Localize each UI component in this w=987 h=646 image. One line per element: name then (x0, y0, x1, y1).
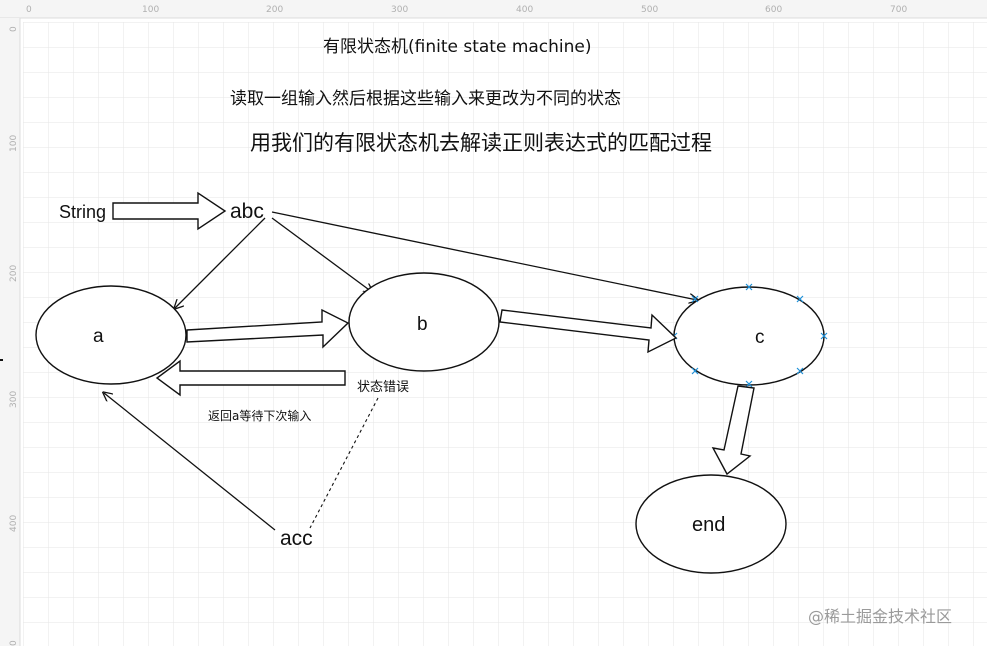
return-to-a-label[interactable]: 返回a等待下次输入 (208, 408, 311, 423)
string-label[interactable]: String (59, 202, 106, 222)
state-c-label: c (755, 327, 765, 348)
arrow-abc-to-b[interactable] (271, 217, 372, 292)
ruler-tick-label: 400 (9, 515, 19, 532)
ruler-tick-label: 400 (516, 5, 533, 15)
block-arrow-c-to-end[interactable] (711, 385, 755, 476)
state-a-node[interactable] (35, 285, 187, 385)
ruler-tick-label: 0 (9, 640, 19, 646)
ruler-tick-label: 0 (9, 26, 19, 32)
top-ruler: 0 100 200 300 400 500 600 700 (0, 0, 987, 19)
diagram-title[interactable]: 有限状态机(finite state machine) (323, 37, 592, 57)
ruler-tick-label: 200 (9, 265, 19, 282)
block-arrow-a-to-b[interactable] (186, 308, 350, 349)
block-arrow-string-to-abc[interactable] (112, 191, 227, 231)
ruler-tick-label: 200 (266, 5, 283, 15)
block-arrow-b-to-c[interactable] (499, 309, 678, 354)
ruler-tick-label: 300 (391, 5, 408, 15)
ruler-tick-label: 100 (9, 135, 19, 152)
state-b-label: b (417, 314, 428, 335)
left-ruler: 0 100 200 300 400 0 (0, 18, 21, 646)
dashed-connector[interactable] (309, 397, 379, 529)
state-end-node[interactable] (635, 474, 787, 574)
ruler-tick-label: 500 (641, 5, 658, 15)
diagram-subtitle[interactable]: 读取一组输入然后根据这些输入来更改为不同的状态 (230, 89, 621, 109)
arrow-abc-to-a[interactable] (175, 217, 266, 308)
state-a-label: a (93, 326, 104, 347)
ruler-tick-label: 100 (142, 5, 159, 15)
watermark-text: @稀土掘金技术社区 (808, 607, 952, 626)
arrow-acc-to-a[interactable] (104, 393, 276, 531)
ruler-tick-label: 0 (26, 5, 32, 15)
ruler-tick-label: 300 (9, 391, 19, 408)
state-error-label[interactable]: 状态错误 (357, 380, 409, 395)
acc-input-label[interactable]: acc (280, 527, 313, 550)
diagram-heading[interactable]: 用我们的有限状态机去解读正则表达式的匹配过程 (250, 131, 712, 155)
state-end-label: end (692, 514, 725, 536)
arrow-abc-to-c[interactable] (271, 211, 697, 300)
abc-input-label[interactable]: abc (230, 200, 264, 223)
ruler-tick-label: 700 (890, 5, 907, 15)
state-b-node[interactable] (348, 272, 500, 372)
block-arrow-b-to-a[interactable] (155, 359, 346, 397)
ruler-tick-label: 600 (765, 5, 782, 15)
